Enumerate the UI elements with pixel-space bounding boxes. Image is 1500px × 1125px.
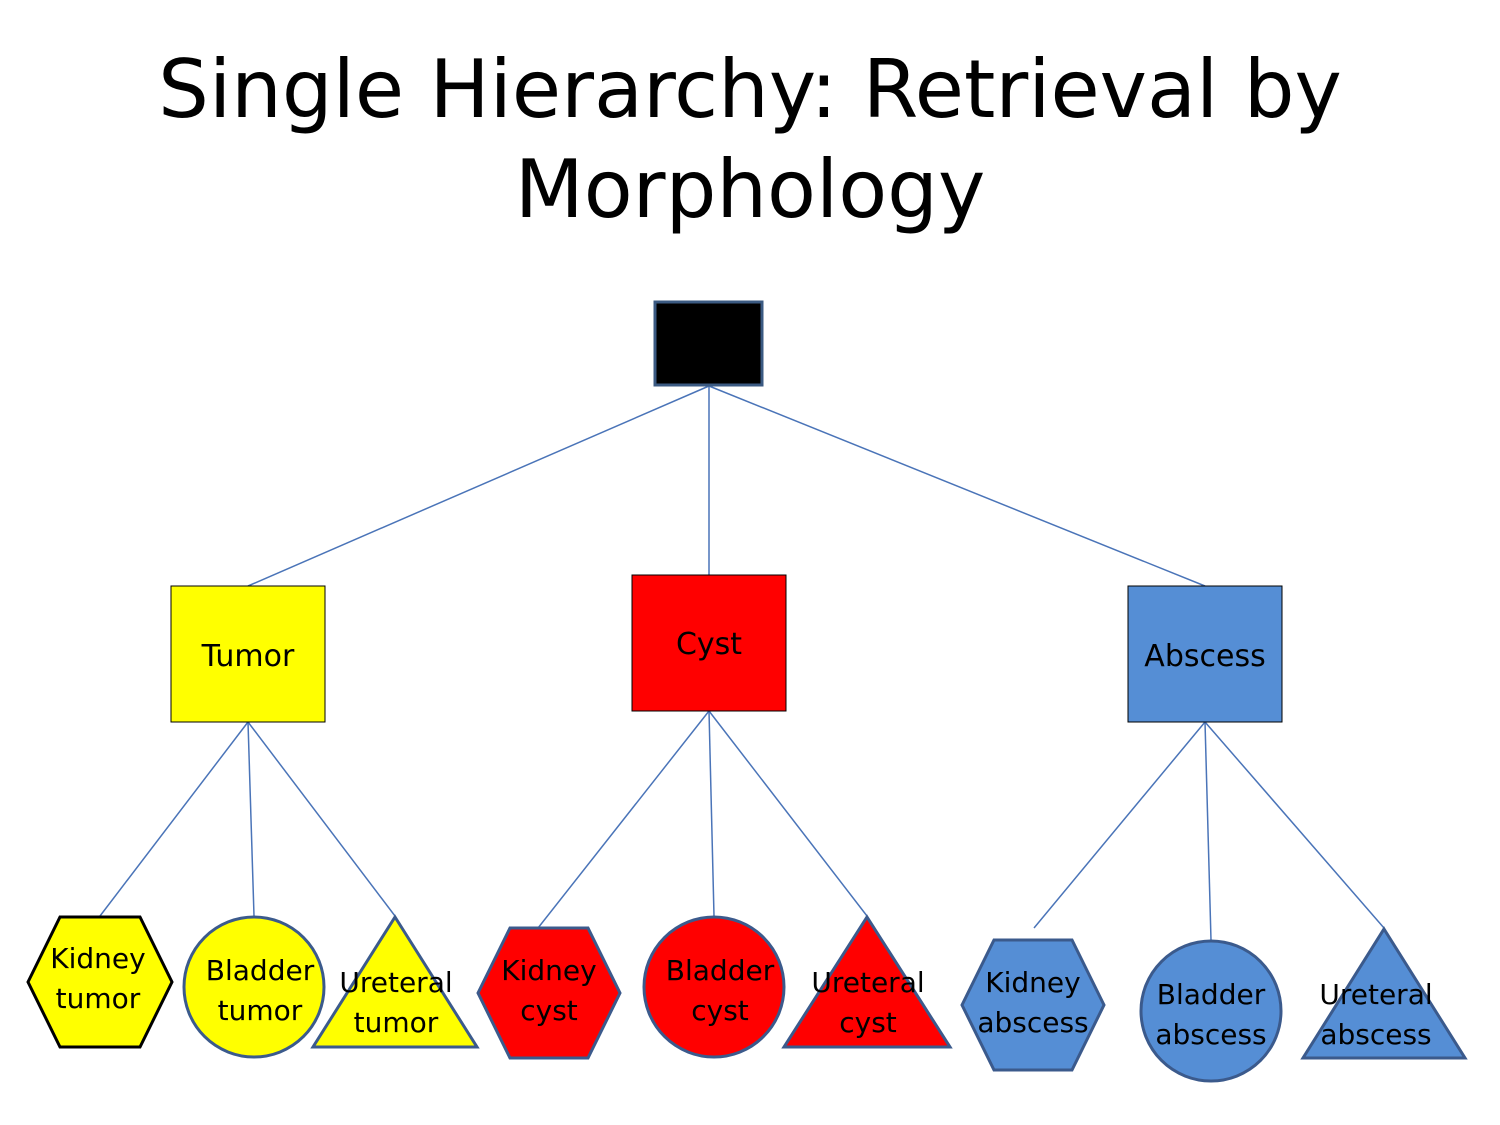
ureteral-abscess-label-1: Ureteral [1319, 978, 1432, 1011]
ureteral-abscess-triangle-icon [1300, 926, 1468, 1060]
edge-tumor-ureteral [247, 721, 396, 917]
edges [99, 385, 1385, 941]
kidney-cyst-label-1: Kidney [501, 954, 596, 987]
edge-abscess-bladder [1204, 721, 1212, 941]
category-cyst-box [631, 574, 787, 712]
ureteral-abscess-label-2: abscess [1320, 1018, 1431, 1051]
kidney-tumor-label-2: tumor [56, 982, 141, 1015]
ureteral-tumor-label-1: Ureteral [339, 966, 452, 999]
ureteral-cyst-label-1: Ureteral [811, 966, 924, 999]
bladder-tumor-circle-icon [182, 915, 326, 1059]
bladder-abscess-circle-icon [1139, 939, 1283, 1083]
category-abscess-label: Abscess [1144, 639, 1265, 674]
edge-cyst-kidney [537, 710, 710, 929]
edge-cyst-bladder [708, 710, 715, 917]
kidney-tumor-hexagon-icon [26, 915, 174, 1049]
ureteral-tumor-triangle-icon [310, 914, 480, 1049]
category-abscess-box [1127, 585, 1283, 723]
category-tumor: Tumor [170, 585, 326, 723]
bladder-tumor-label-2: tumor [218, 994, 303, 1027]
kidney-cyst-hexagon-icon [476, 926, 622, 1060]
ureteral-cyst-triangle-icon [781, 914, 953, 1049]
category-cyst-label: Cyst [676, 627, 742, 662]
kidney-abscess-label-1: Kidney [985, 966, 1080, 999]
edge-tumor-kidney [99, 721, 249, 917]
edge-tumor-bladder [247, 721, 255, 917]
bladder-tumor-label-1: Bladder [206, 954, 315, 987]
bladder-abscess-label-2: abscess [1155, 1018, 1266, 1051]
edge-abscess-kidney [1033, 721, 1206, 929]
kidney-abscess-hexagon-icon [960, 938, 1106, 1072]
bladder-cyst-circle-icon [642, 915, 786, 1059]
root-node [653, 300, 764, 387]
edge-cyst-ureteral [708, 710, 868, 917]
category-cyst: Cyst [631, 574, 787, 712]
bladder-cyst-label-1: Bladder [666, 954, 775, 987]
category-tumor-box [170, 585, 326, 723]
category-tumor-label: Tumor [201, 639, 295, 674]
bladder-abscess-label-1: Bladder [1157, 978, 1266, 1011]
bladder-cyst-label-2: cyst [691, 994, 749, 1027]
kidney-abscess-label-2: abscess [977, 1006, 1088, 1039]
ureteral-cyst-label-2: cyst [839, 1006, 897, 1039]
category-abscess: Abscess [1127, 585, 1283, 723]
kidney-cyst-label-2: cyst [520, 994, 578, 1027]
edge-root-tumor [247, 385, 710, 587]
ureteral-tumor-label-2: tumor [354, 1006, 439, 1039]
edge-abscess-ureteral [1204, 721, 1385, 929]
kidney-tumor-label-1: Kidney [50, 942, 145, 975]
edge-root-abscess [708, 385, 1206, 587]
slide-title: Single Hierarchy: Retrieval by Morpholog… [158, 43, 1342, 236]
